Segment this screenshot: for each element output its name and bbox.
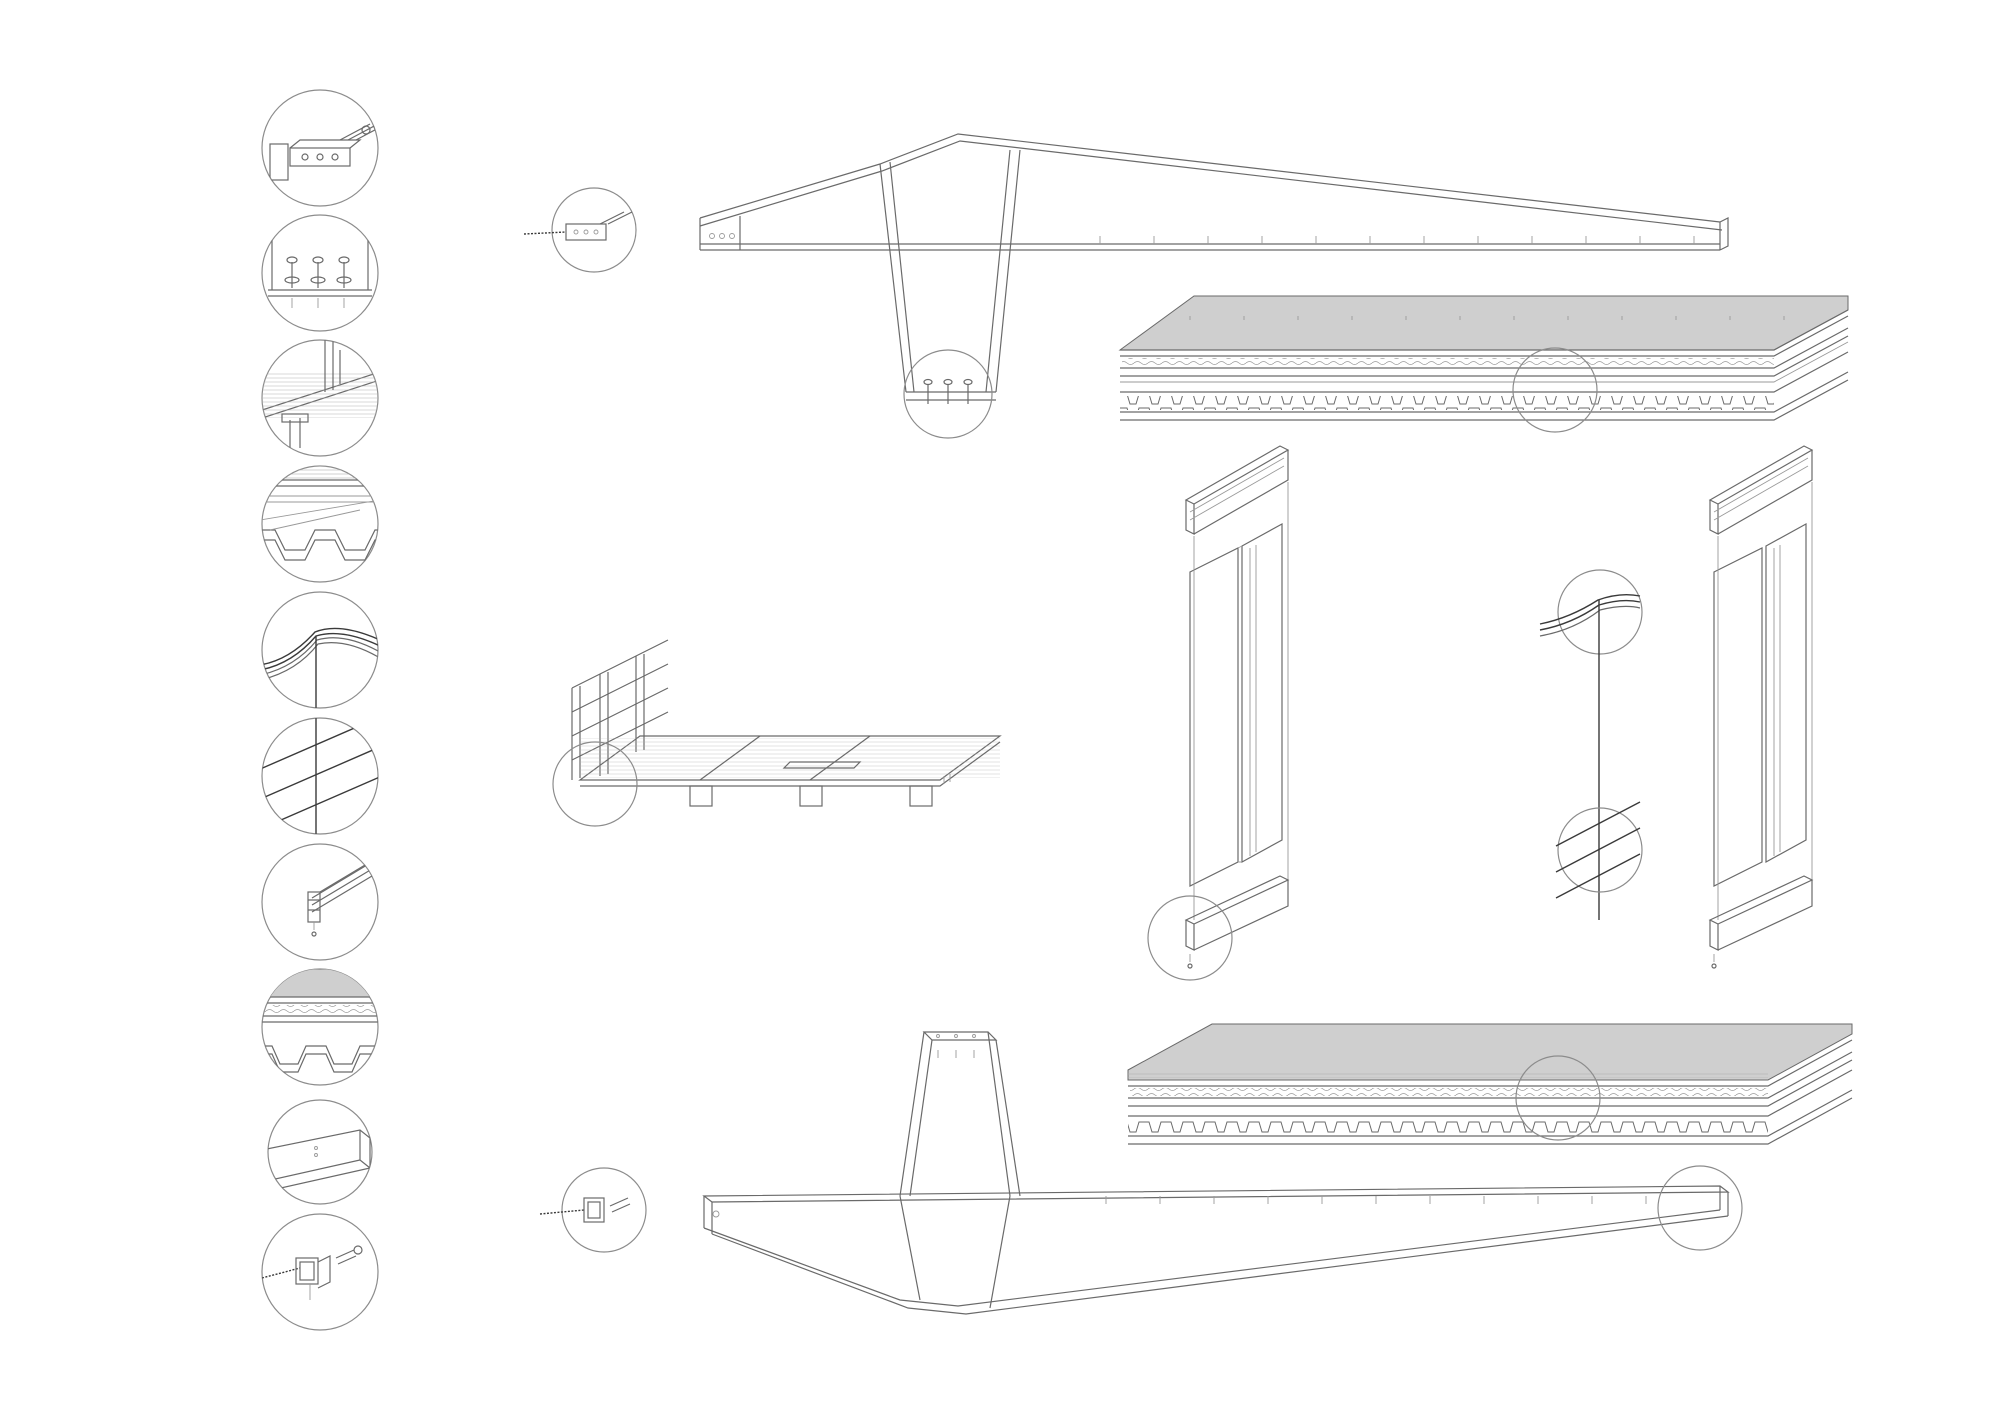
layered-roof-detail (261, 968, 379, 1086)
walkway-deck-with-railing (552, 639, 1002, 827)
box-beam-end-detail (267, 1099, 373, 1205)
railing-post-detail (261, 339, 379, 457)
parallel-cables-detail (261, 717, 379, 835)
upper-truss-base-callout (903, 349, 993, 439)
cable-bundle-detail (261, 591, 379, 709)
lower-roof-layers (1127, 1023, 1853, 1145)
upper-roof-layers (1118, 295, 1849, 433)
upper-roof-callout (1512, 347, 1598, 433)
trapezoidal-deck-detail (261, 465, 379, 583)
upper-cantilever-truss (523, 133, 1729, 439)
detail-column (261, 89, 379, 1331)
cable-top-callout (1557, 569, 1643, 655)
walkway-callout (552, 741, 638, 827)
bolt-group-detail (261, 214, 379, 332)
profile-rail-detail (261, 843, 379, 961)
upper-truss-end-callout (551, 187, 637, 273)
cable-bottom-callout (1557, 807, 1643, 893)
lower-truss-end-callout (561, 1167, 647, 1253)
left-wall-panel (1147, 445, 1290, 981)
bolted-end-plate-detail (261, 89, 379, 207)
left-wall-bottom-callout (1147, 895, 1233, 981)
threaded-rod-connector-detail (261, 1213, 379, 1331)
lower-cantilever-truss (539, 1031, 1743, 1315)
lower-roof-callout (1515, 1055, 1601, 1141)
cable-stay (1539, 569, 1643, 920)
lower-truss-tip-callout (1657, 1165, 1743, 1251)
right-wall-panel (1708, 445, 1814, 969)
